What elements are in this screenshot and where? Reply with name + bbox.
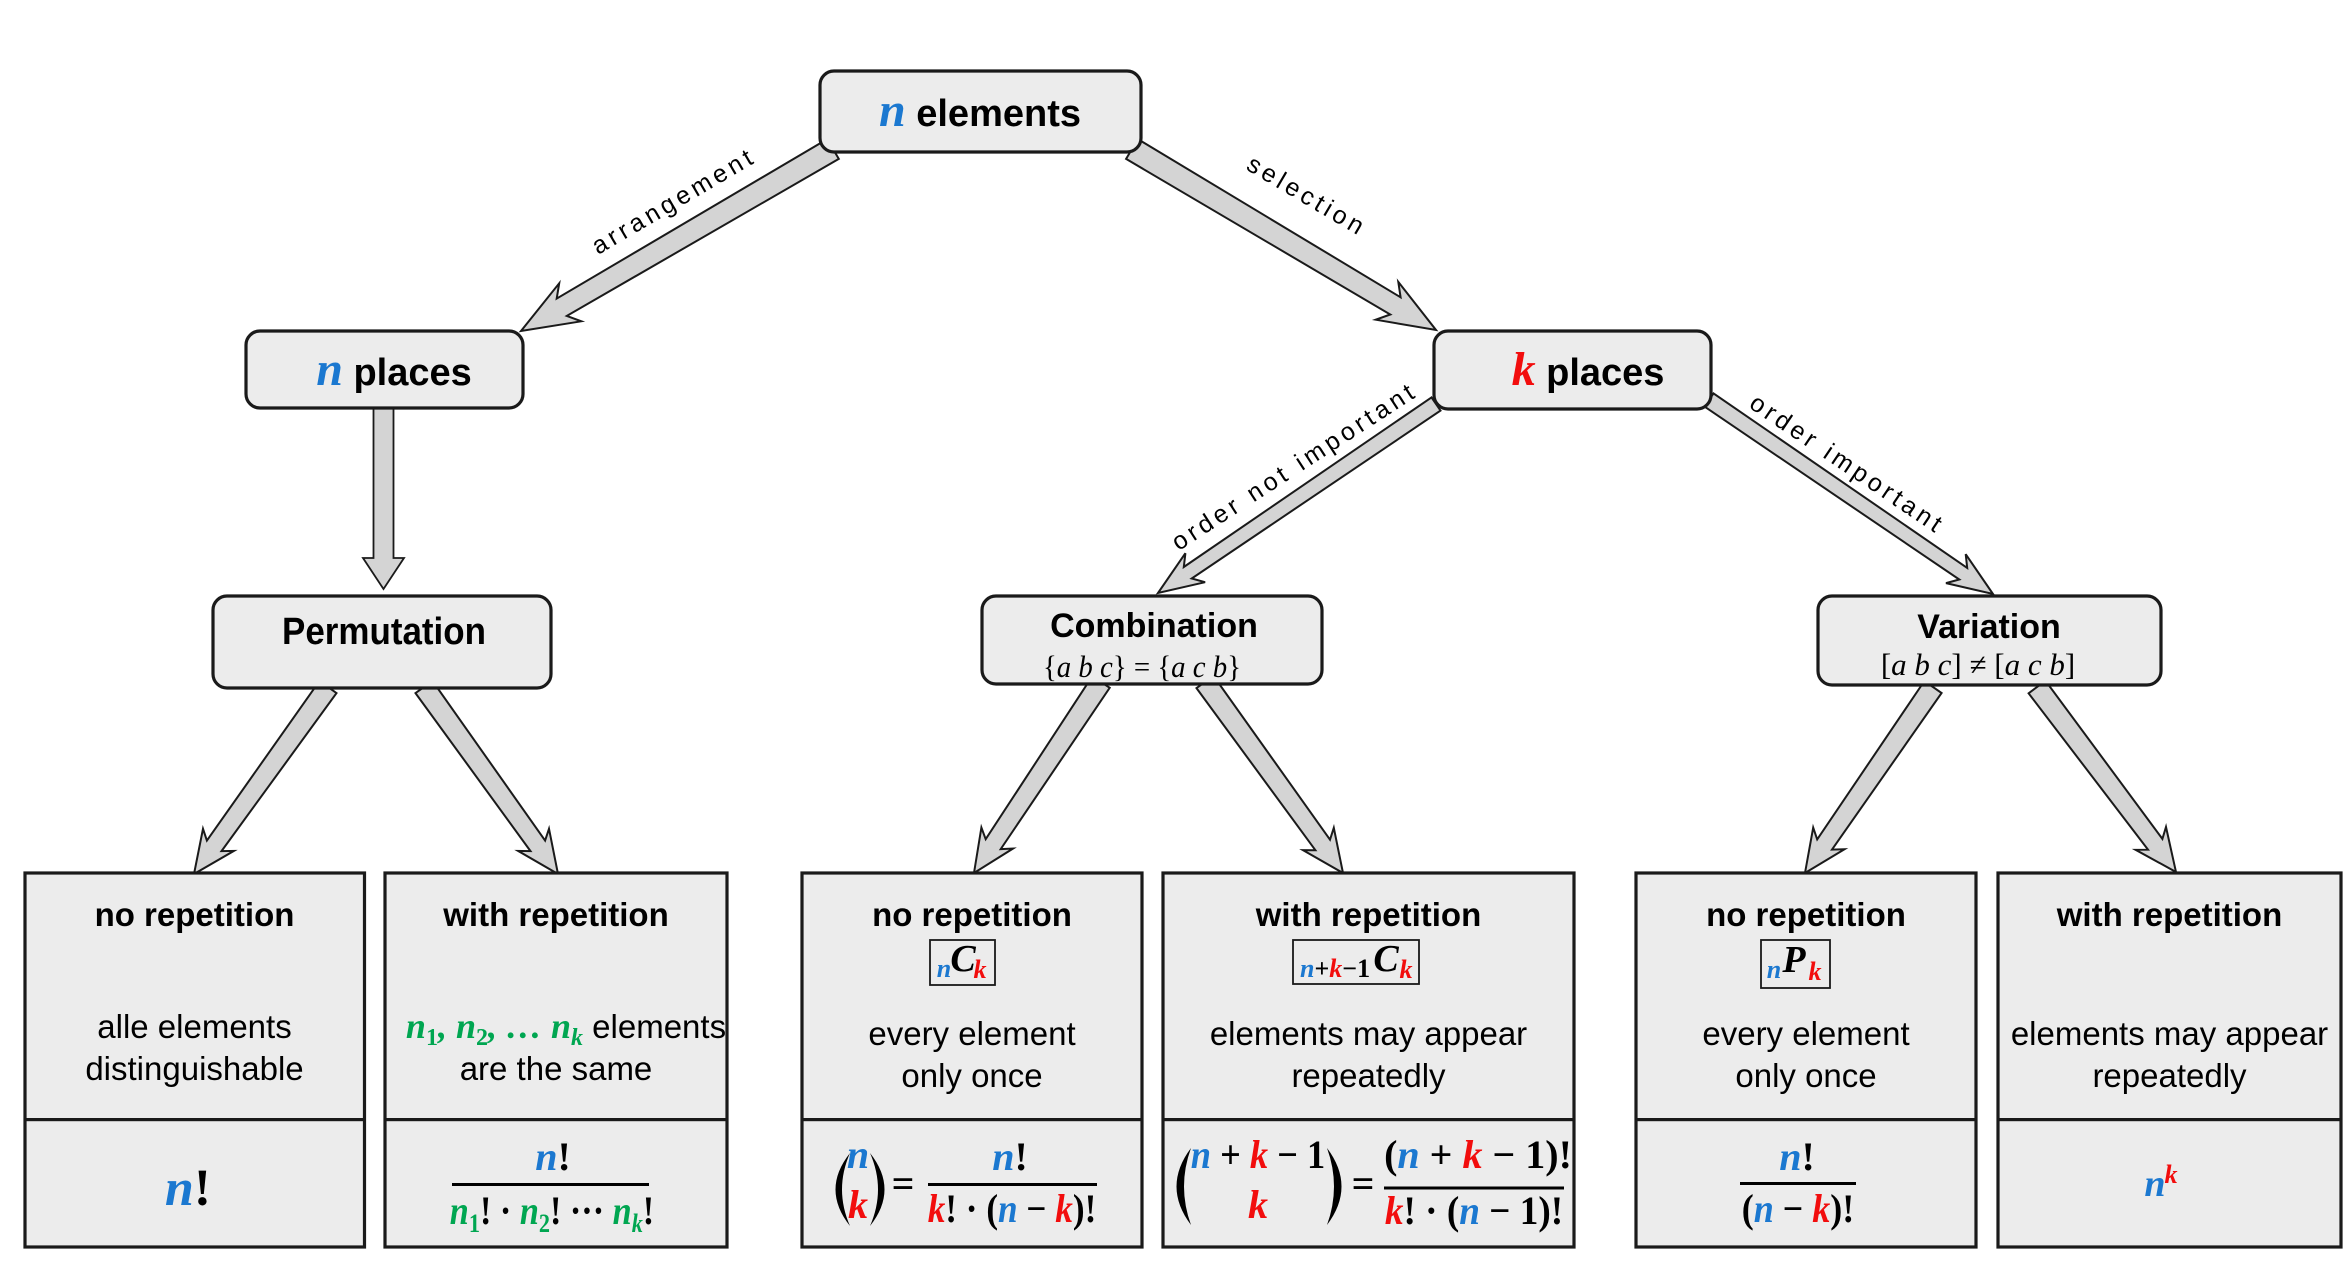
svg-text:Combination: Combination — [1050, 607, 1258, 645]
svg-text:n!: n! — [535, 1134, 571, 1179]
svg-text:Permutation: Permutation — [282, 610, 486, 653]
svg-text:n places: n places — [316, 343, 472, 396]
svg-text:n!: n! — [1779, 1134, 1815, 1179]
svg-text:k: k — [1809, 957, 1822, 986]
svg-text:{a b c} = {a c b}: {a b c} = {a c b} — [1043, 650, 1241, 684]
svg-text:no repetition: no repetition — [1706, 896, 1906, 933]
svg-text:C: C — [1373, 938, 1399, 980]
svg-text:n: n — [1767, 955, 1781, 984]
svg-text:(n + k − 1)!: (n + k − 1)! — [1384, 1132, 1572, 1177]
svg-text:are the same: are the same — [460, 1050, 653, 1087]
svg-text:every element: every element — [1702, 1015, 1909, 1052]
svg-text:n elements: n elements — [879, 84, 1081, 137]
svg-text:(n − k)!: (n − k)! — [1742, 1187, 1855, 1231]
svg-text:repeatedly: repeatedly — [2092, 1057, 2247, 1094]
svg-text:P: P — [1781, 939, 1806, 981]
svg-text:k: k — [2165, 1160, 2178, 1189]
svg-text:k: k — [974, 955, 987, 984]
svg-text:alle elements: alle elements — [97, 1008, 291, 1045]
svg-text:n1! · n2! ··· nk!: n1! · n2! ··· nk! — [450, 1190, 654, 1239]
svg-text:elements may appear: elements may appear — [2011, 1015, 2328, 1052]
svg-text:no repetition: no repetition — [95, 896, 295, 933]
svg-text:Variation: Variation — [1917, 608, 2061, 646]
svg-text:repeatedly: repeatedly — [1291, 1057, 1446, 1094]
svg-text:with repetition: with repetition — [1255, 896, 1482, 933]
svg-text:n1, n2, … nk elements: n1, n2, … nk elements — [406, 1006, 726, 1051]
svg-text:[a b c] ≠ [a c b]: [a b c] ≠ [a c b] — [1881, 647, 2075, 682]
svg-text:k: k — [1400, 955, 1413, 984]
svg-text:n!: n! — [992, 1134, 1028, 1179]
svg-text:k: k — [848, 1182, 868, 1227]
svg-text:k! · (n − 1)!: k! · (n − 1)! — [1385, 1190, 1563, 1233]
svg-text:every element: every element — [868, 1015, 1075, 1052]
svg-text:no repetition: no repetition — [872, 896, 1072, 933]
svg-text:k: k — [1248, 1182, 1268, 1227]
svg-text:n!: n! — [165, 1160, 211, 1217]
svg-text:elements may appear: elements may appear — [1210, 1015, 1527, 1052]
svg-text:=: = — [1352, 1161, 1375, 1206]
svg-text:with repetition: with repetition — [2056, 896, 2283, 933]
svg-text:only once: only once — [1735, 1057, 1876, 1094]
svg-text:n+k−1: n+k−1 — [1300, 954, 1370, 983]
svg-text:k! · (n − k)!: k! · (n − k)! — [928, 1187, 1097, 1232]
svg-text:with repetition: with repetition — [442, 896, 669, 933]
svg-text:n: n — [937, 954, 951, 983]
svg-text:n: n — [2144, 1163, 2165, 1205]
svg-text:only once: only once — [901, 1057, 1042, 1094]
svg-text:=: = — [892, 1161, 915, 1206]
svg-text:k places: k places — [1512, 343, 1665, 396]
svg-text:distinguishable: distinguishable — [85, 1050, 303, 1087]
svg-text:n: n — [847, 1132, 869, 1177]
svg-text:C: C — [950, 938, 976, 980]
svg-text:n + k − 1: n + k − 1 — [1191, 1133, 1326, 1177]
